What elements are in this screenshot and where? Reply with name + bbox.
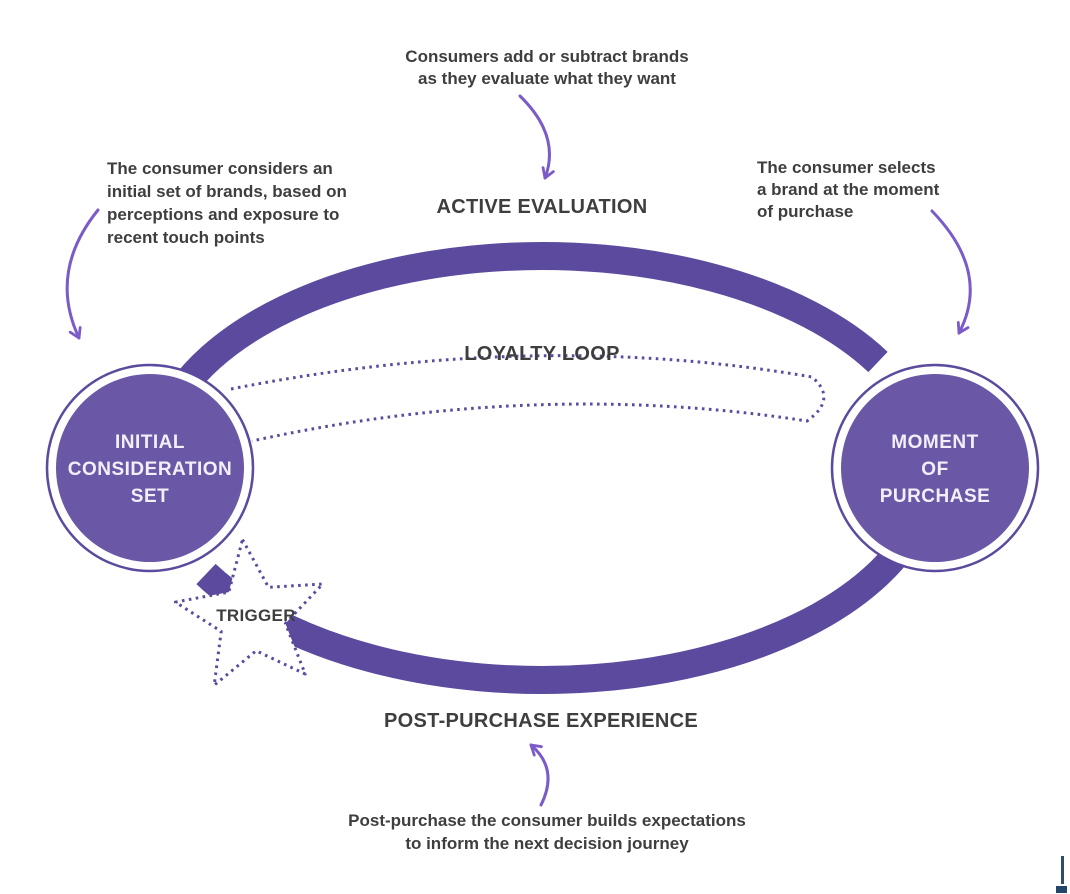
left-annotation-line: The consumer considers an: [107, 159, 333, 178]
left-annotation-line: initial set of brands, based on: [107, 182, 347, 201]
right-annotation: The consumer selects a brand at the mome…: [757, 157, 977, 223]
moment-of-purchase-label: MOMENT OF PURCHASE: [843, 429, 1027, 510]
trigger-label: TRIGGER: [216, 606, 296, 625]
initial-consideration-set-label: INITIAL CONSIDERATION SET: [58, 429, 242, 510]
right-annotation-line: The consumer selects: [757, 158, 936, 177]
active-evaluation-label: ACTIVE EVALUATION: [436, 196, 648, 218]
bottom-annotation-line: Post-purchase the consumer builds expect…: [348, 811, 746, 830]
annotation-arrows: [65, 94, 972, 807]
left-annotation-line: recent touch points: [107, 228, 265, 247]
right-curved-arrow-icon: [930, 209, 972, 335]
page-edge-cursor-artifact: [1061, 856, 1064, 884]
moment-of-purchase-node: [830, 363, 1040, 573]
loyalty-loop-label: LOYALTY LOOP: [464, 343, 620, 365]
trigger-star-icon: [173, 538, 325, 687]
journey-band-top-arc: [154, 241, 888, 420]
circle-label-line: OF: [921, 459, 949, 480]
top-annotation: Consumers add or subtract brands as they…: [377, 46, 717, 90]
initial-consideration-node: [45, 363, 255, 573]
page-edge-artifact-square: [1056, 886, 1067, 893]
loyalty-loop-dotted-path: [230, 354, 826, 443]
journey-band: [154, 241, 930, 695]
circle-label-line: INITIAL: [115, 432, 185, 453]
circle-label-line: MOMENT: [891, 432, 979, 453]
top-annotation-line: Consumers add or subtract brands: [405, 47, 689, 66]
circle-label-line: SET: [130, 486, 170, 507]
right-annotation-line: a brand at the moment: [757, 180, 940, 199]
bottom-annotation-line: to inform the next decision journey: [405, 834, 689, 853]
top-annotation-line: as they evaluate what they want: [418, 69, 676, 88]
post-purchase-experience-label: POST-PURCHASE EXPERIENCE: [384, 710, 698, 732]
left-annotation: The consumer considers an initial set of…: [107, 157, 367, 249]
circle-label-line: CONSIDERATION: [67, 459, 233, 480]
journey-band-bottom-arc: [196, 516, 930, 695]
right-annotation-line: of purchase: [757, 202, 854, 221]
left-annotation-line: perceptions and exposure to: [107, 205, 340, 224]
top-curved-arrow-icon: [518, 94, 555, 180]
bottom-annotation: Post-purchase the consumer builds expect…: [327, 809, 767, 855]
circle-label-line: PURCHASE: [879, 486, 991, 507]
bottom-curved-arrow-icon: [529, 743, 550, 807]
left-curved-arrow-icon: [65, 208, 100, 340]
